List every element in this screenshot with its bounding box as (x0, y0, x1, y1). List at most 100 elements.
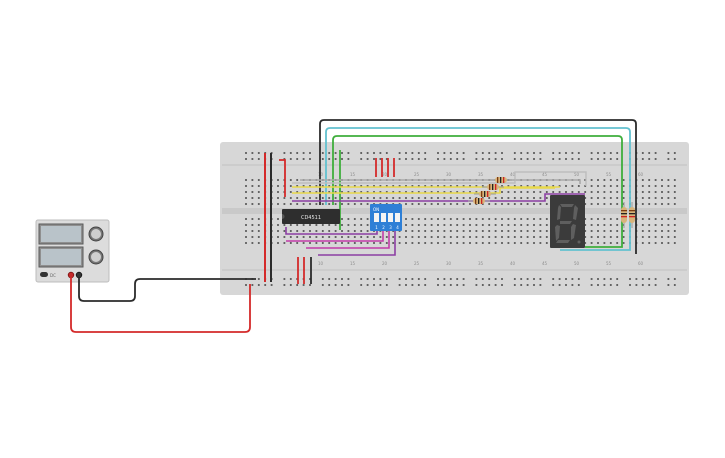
breadboard-hole[interactable] (616, 236, 619, 238)
breadboard-hole[interactable] (321, 191, 324, 193)
breadboard-hole[interactable] (641, 179, 644, 181)
breadboard-hole[interactable] (334, 185, 337, 187)
breadboard-hole[interactable] (462, 218, 465, 220)
breadboard-hole[interactable] (590, 203, 593, 205)
breadboard-hole[interactable] (257, 203, 260, 205)
breadboard-hole[interactable] (488, 158, 491, 160)
breadboard-hole[interactable] (539, 152, 542, 154)
breadboard-hole[interactable] (417, 203, 420, 205)
breadboard-hole[interactable] (501, 197, 503, 199)
breadboard-hole[interactable] (584, 197, 587, 199)
breadboard-hole[interactable] (654, 191, 657, 193)
breadboard-hole[interactable] (462, 278, 465, 280)
breadboard-hole[interactable] (360, 191, 363, 193)
breadboard-hole[interactable] (283, 224, 286, 226)
breadboard-hole[interactable] (456, 203, 459, 205)
breadboard-hole[interactable] (533, 185, 535, 187)
breadboard-hole[interactable] (609, 203, 612, 205)
breadboard-hole[interactable] (411, 191, 414, 193)
breadboard-hole[interactable] (507, 230, 510, 232)
breadboard-hole[interactable] (616, 152, 619, 154)
breadboard-hole[interactable] (398, 197, 401, 199)
breadboard-hole[interactable] (417, 158, 420, 160)
breadboard-hole[interactable] (603, 278, 606, 280)
breadboard-hole[interactable] (545, 197, 548, 199)
breadboard-hole[interactable] (366, 278, 369, 280)
breadboard-hole[interactable] (321, 278, 324, 280)
breadboard-hole[interactable] (667, 218, 670, 220)
breadboard-hole[interactable] (347, 224, 350, 226)
breadboard-hole[interactable] (597, 278, 599, 280)
breadboard-hole[interactable] (341, 203, 343, 205)
breadboard-hole[interactable] (315, 191, 318, 193)
breadboard-hole[interactable] (245, 191, 247, 193)
breadboard-hole[interactable] (411, 197, 414, 199)
breadboard-hole[interactable] (334, 284, 337, 286)
breadboard-hole[interactable] (475, 224, 478, 226)
breadboard-hole[interactable] (347, 218, 350, 220)
breadboard-hole[interactable] (526, 158, 529, 160)
breadboard-hole[interactable] (667, 236, 670, 238)
breadboard-hole[interactable] (667, 158, 670, 160)
breadboard-hole[interactable] (251, 197, 254, 199)
breadboard-hole[interactable] (417, 218, 420, 220)
breadboard-hole[interactable] (481, 218, 484, 220)
breadboard-hole[interactable] (494, 230, 497, 232)
breadboard-hole[interactable] (366, 236, 369, 238)
breadboard-hole[interactable] (385, 185, 388, 187)
breadboard-hole[interactable] (289, 236, 292, 238)
breadboard-hole[interactable] (494, 224, 497, 226)
breadboard-hole[interactable] (488, 236, 491, 238)
breadboard-hole[interactable] (641, 203, 644, 205)
breadboard-hole[interactable] (520, 284, 523, 286)
breadboard-hole[interactable] (328, 203, 331, 205)
breadboard-hole[interactable] (494, 278, 497, 280)
breadboard-hole[interactable] (609, 224, 612, 226)
breadboard-hole[interactable] (321, 242, 324, 244)
breadboard-hole[interactable] (526, 218, 529, 220)
breadboard-hole[interactable] (481, 242, 484, 244)
breadboard-hole[interactable] (641, 185, 644, 187)
breadboard-hole[interactable] (379, 278, 382, 280)
breadboard-hole[interactable] (411, 218, 414, 220)
breadboard-hole[interactable] (533, 230, 535, 232)
breadboard-hole[interactable] (417, 224, 420, 226)
breadboard-hole[interactable] (283, 158, 286, 160)
breadboard-hole[interactable] (321, 152, 324, 154)
cd4511-chip[interactable]: CD4511 (282, 209, 340, 224)
breadboard-hole[interactable] (565, 191, 567, 193)
breadboard-hole[interactable] (533, 197, 535, 199)
breadboard-hole[interactable] (328, 197, 331, 199)
breadboard-hole[interactable] (289, 203, 292, 205)
breadboard-hole[interactable] (558, 185, 561, 187)
breadboard-hole[interactable] (398, 185, 401, 187)
breadboard-hole[interactable] (577, 284, 580, 286)
breadboard-hole[interactable] (616, 278, 619, 280)
breadboard-hole[interactable] (456, 185, 459, 187)
dip-switch-toggle-1[interactable] (374, 213, 379, 222)
breadboard-hole[interactable] (245, 242, 247, 244)
breadboard-hole[interactable] (309, 236, 311, 238)
breadboard-hole[interactable] (328, 236, 331, 238)
breadboard-hole[interactable] (590, 230, 593, 232)
breadboard-hole[interactable] (302, 203, 305, 205)
breadboard-hole[interactable] (437, 242, 439, 244)
breadboard-hole[interactable] (609, 278, 612, 280)
breadboard-hole[interactable] (533, 278, 535, 280)
breadboard-hole[interactable] (257, 185, 260, 187)
breadboard-hole[interactable] (251, 152, 254, 154)
breadboard-hole[interactable] (437, 218, 439, 220)
breadboard-hole[interactable] (277, 224, 279, 226)
breadboard-hole[interactable] (251, 191, 254, 193)
breadboard-hole[interactable] (622, 185, 625, 187)
breadboard-hole[interactable] (405, 224, 407, 226)
breadboard-hole[interactable] (622, 179, 625, 181)
breadboard-hole[interactable] (641, 218, 644, 220)
breadboard-hole[interactable] (661, 230, 663, 232)
breadboard-hole[interactable] (277, 203, 279, 205)
breadboard-hole[interactable] (667, 230, 670, 232)
breadboard-hole[interactable] (533, 152, 535, 154)
breadboard-hole[interactable] (366, 152, 369, 154)
breadboard-hole[interactable] (584, 236, 587, 238)
breadboard-hole[interactable] (309, 230, 311, 232)
